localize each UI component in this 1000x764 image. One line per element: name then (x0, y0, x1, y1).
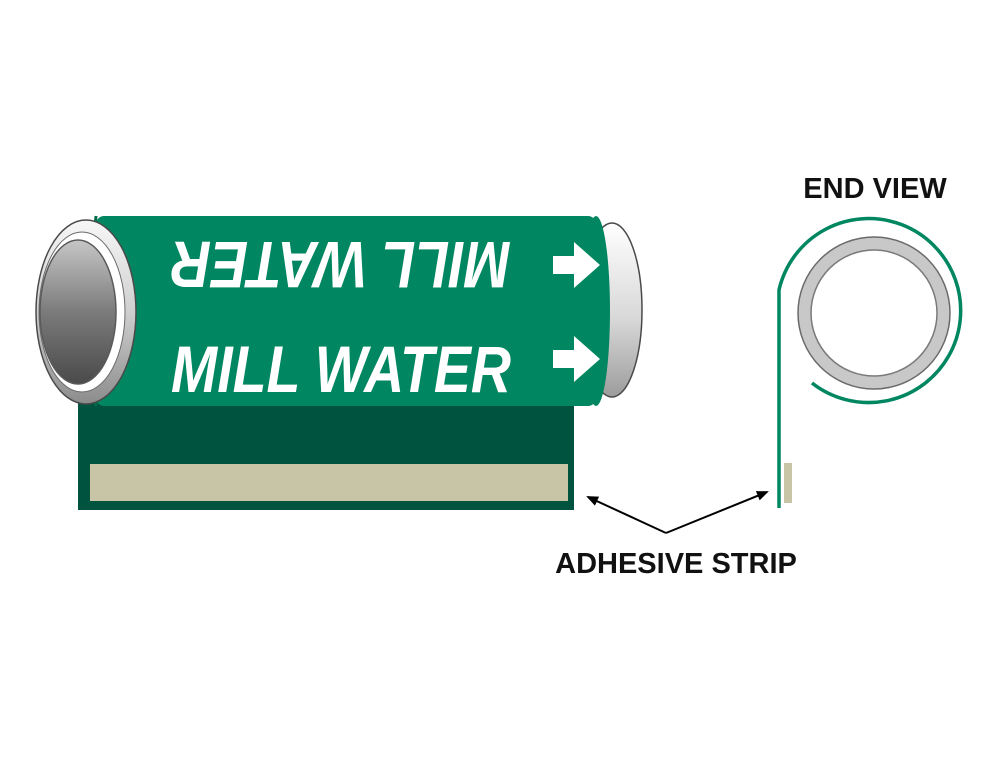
pipe-left-end (35, 219, 137, 405)
adhesive-pad (90, 464, 568, 501)
backing-strip (78, 386, 574, 510)
callout-arrow-right (665, 491, 769, 534)
callout-arrow-left (586, 496, 667, 534)
end-view-label: END VIEW (803, 173, 947, 205)
marker-legend-top: MILL WATER (171, 228, 511, 302)
end-view: END VIEW (777, 173, 963, 508)
marker-legend-bottom: MILL WATER (171, 332, 511, 406)
end-view-adhesive (784, 463, 792, 503)
adhesive-strip-label: ADHESIVE STRIP (555, 548, 797, 580)
callout-arrows (586, 491, 769, 534)
marker-wrap-line (777, 216, 963, 508)
right-arrow-icon (553, 242, 600, 288)
flow-arrow-bottom (553, 336, 600, 382)
flow-arrow-top (553, 242, 600, 288)
right-arrow-icon (553, 336, 600, 382)
